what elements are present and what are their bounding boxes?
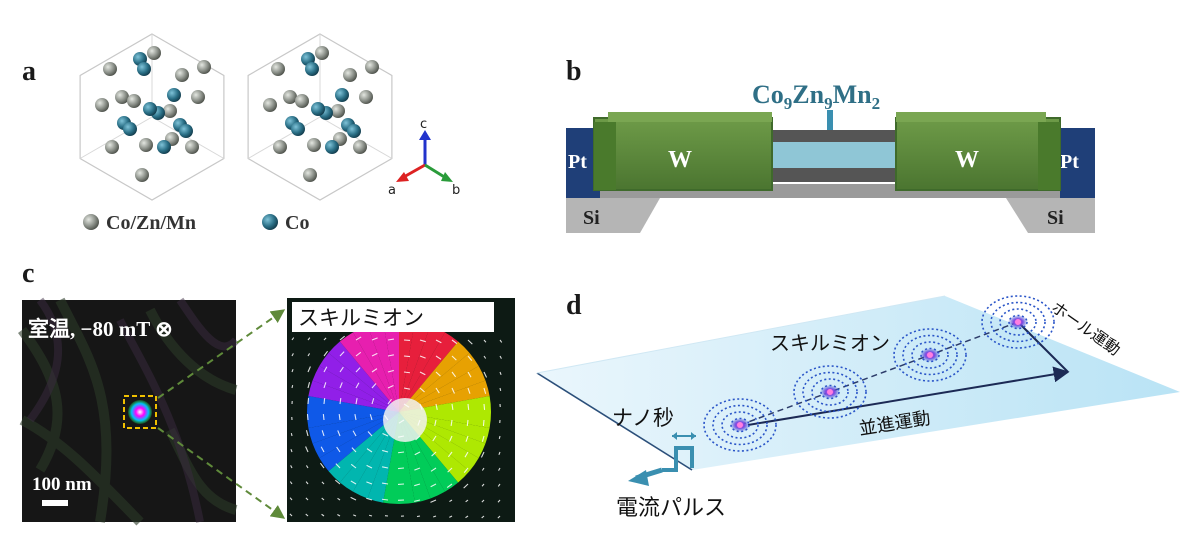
- film-plane: [537, 296, 1180, 470]
- si-left-label: Si: [583, 207, 600, 229]
- skyrmion-color-wheel: [307, 320, 491, 504]
- pt-right-label: Pt: [1060, 151, 1079, 173]
- w-electrode-right-top: [896, 112, 1046, 122]
- axis-b-label: b: [452, 183, 460, 198]
- mixed-atom: [303, 168, 317, 182]
- co-atom: [335, 88, 349, 102]
- panel-d: スキルミオン 並進運動 ホール運動 ナノ秒 電流パルス: [536, 295, 1180, 521]
- scale-bar: [42, 500, 68, 506]
- skyrmion: [893, 328, 967, 382]
- mixed-atom: [315, 46, 329, 60]
- co-atom: [291, 122, 305, 136]
- axis-c-label: c: [420, 117, 427, 132]
- legend-mixed-label: Co/Zn/Mn: [106, 212, 196, 234]
- mixed-atom: [95, 98, 109, 112]
- unit-cell: [79, 33, 225, 201]
- panel-label-c: c: [22, 258, 35, 289]
- mixed-atom: [353, 140, 367, 154]
- legend-mixed-atom: [83, 214, 99, 230]
- w-electrode-left-top: [608, 112, 772, 122]
- panel-b: Co9Zn9Mn2 Si Si Pt Pt W W: [566, 80, 1095, 233]
- crystal-cells: [79, 33, 393, 201]
- co-atom: [325, 140, 339, 154]
- legend-co-atom: [262, 214, 278, 230]
- mixed-atom: [191, 90, 205, 104]
- pt-left-label: Pt: [568, 151, 587, 173]
- spin-vector-field: [289, 335, 503, 519]
- mixed-atom: [295, 94, 309, 108]
- axis-b-arrow: [424, 163, 447, 180]
- panel-label-d: d: [566, 290, 582, 321]
- mixed-atom: [127, 94, 141, 108]
- mixed-atom: [147, 46, 161, 60]
- mixed-atom: [197, 60, 211, 74]
- skyrmion-sequence: [703, 295, 1055, 452]
- w-right-label: W: [955, 147, 979, 173]
- skyrmion: [703, 398, 777, 452]
- mixed-atom: [307, 138, 321, 152]
- mixed-atom: [359, 90, 373, 104]
- co-atom: [167, 88, 181, 102]
- mixed-atom: [343, 68, 357, 82]
- w-electrode-right: [895, 117, 1061, 191]
- skyrmion: [793, 365, 867, 419]
- mixed-atom: [273, 140, 287, 154]
- unit-cell: [247, 33, 393, 201]
- zoom-box: [123, 395, 157, 429]
- co-atom: [137, 62, 151, 76]
- current-pulse-icon: [662, 446, 694, 472]
- mixed-atom: [365, 60, 379, 74]
- co-atom: [123, 122, 137, 136]
- co-atom: [305, 62, 319, 76]
- skyrmion-label-d: スキルミオン: [770, 331, 890, 355]
- panel-c: 室温, −80 mT ⊗ 100 nm スキルミオン: [18, 297, 515, 526]
- mixed-atom: [105, 140, 119, 154]
- mixed-atom: [139, 138, 153, 152]
- mixed-atom: [263, 98, 277, 112]
- scale-bar-label: 100 nm: [32, 474, 92, 495]
- alloy-lamella: [770, 142, 900, 168]
- current-pulse-label: 電流パルス: [616, 496, 726, 521]
- zoom-line-bottom: [157, 427, 286, 519]
- si-substrate-left: [566, 198, 660, 233]
- axes-triad: c a b: [388, 117, 460, 198]
- co-atom: [143, 102, 157, 116]
- translation-arrow: [747, 366, 1070, 426]
- pt-pad-right: [1055, 128, 1095, 198]
- inset-title: スキルミオン: [298, 306, 424, 330]
- nanosecond-label: ナノ秒: [612, 406, 674, 430]
- legend-co-label: Co: [285, 212, 309, 234]
- hall-deflection-line: [1017, 321, 1069, 373]
- skyrmion-spot: [128, 400, 152, 424]
- inset-title-box: [292, 302, 494, 332]
- co-atom: [347, 124, 361, 138]
- mixed-atom: [283, 90, 297, 104]
- zoom-line-top: [157, 309, 286, 399]
- mixed-atom: [271, 62, 285, 76]
- mixed-atom: [115, 90, 129, 104]
- axis-a-label: a: [388, 183, 396, 198]
- mixed-atom: [103, 62, 117, 76]
- si-substrate-right: [1006, 198, 1095, 233]
- w-left-label: W: [668, 147, 692, 173]
- panel-label-a: a: [22, 56, 36, 87]
- si-right-label: Si: [1047, 207, 1064, 229]
- panel-label-b: b: [566, 56, 582, 87]
- skyrmion: [981, 295, 1055, 349]
- mixed-atom: [135, 168, 149, 182]
- mixed-atom: [163, 104, 177, 118]
- co-atom: [311, 102, 325, 116]
- alloy-formula: Co9Zn9Mn2: [752, 80, 880, 113]
- co-atom: [179, 124, 193, 138]
- co-atom: [157, 140, 171, 154]
- mixed-atom: [185, 140, 199, 154]
- mixed-atom: [175, 68, 189, 82]
- mixed-atom: [331, 104, 345, 118]
- panel-a: c a b Co/Zn/Mn Co: [79, 33, 460, 234]
- micrograph-condition: 室温, −80 mT ⊗: [28, 317, 173, 341]
